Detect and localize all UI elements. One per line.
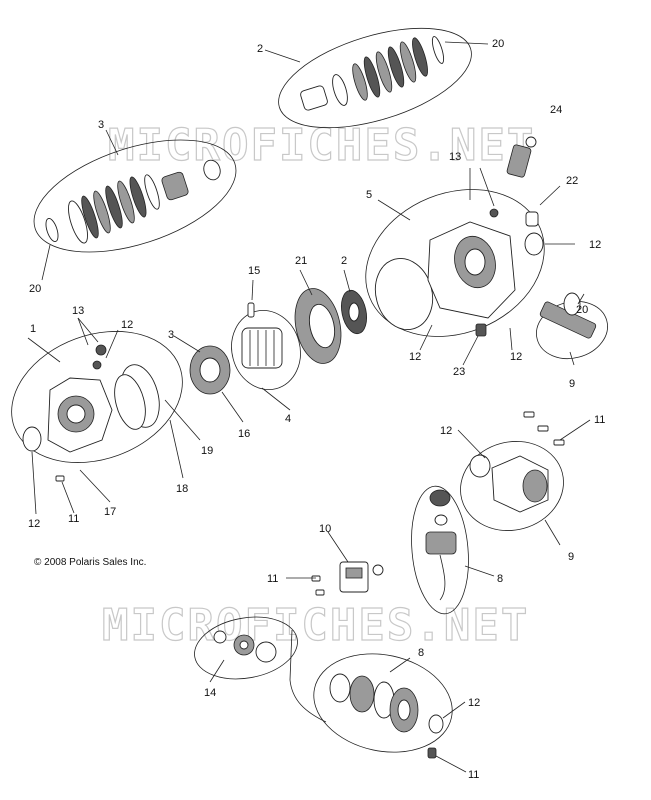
callout-12-housing: 12: [440, 425, 452, 437]
cover-group-6: [313, 653, 453, 753]
callout-12-left-bottom: 12: [28, 518, 40, 530]
callout-3-mid: 3: [168, 329, 174, 341]
callout-11-mid: 11: [267, 573, 278, 585]
callout-13-left: 13: [72, 305, 84, 317]
housing-group-1: [11, 331, 183, 463]
callout-1: 1: [30, 323, 36, 335]
callout-15: 15: [248, 265, 260, 277]
pump-group-8: [411, 485, 469, 615]
callout-12-left-top: 12: [121, 319, 133, 331]
callout-6: 8: [418, 647, 424, 659]
output-shaft-group-7: [536, 292, 608, 360]
clutch-pack-group-2: [278, 27, 472, 129]
clutch-pack-group-3: [33, 139, 237, 253]
callout-7: 9: [569, 378, 575, 390]
callout-3-top: 3: [98, 119, 104, 131]
callout-21: 21: [295, 255, 307, 267]
callout-20-right: 20: [576, 304, 588, 316]
valve-block-10: [339, 561, 384, 593]
seal-ring-12-right: [524, 232, 544, 256]
bolts: [55, 411, 565, 596]
leader-lines: [27, 41, 591, 773]
bearing-group-14: [194, 616, 327, 723]
housing-group-9: [460, 441, 564, 531]
callout-17: 17: [104, 506, 116, 518]
callout-10: 10: [319, 523, 331, 535]
callout-20-left: 20: [29, 283, 41, 295]
copyright-notice: © 2008 Polaris Sales Inc.: [34, 557, 146, 568]
callout-4: 4: [285, 413, 291, 425]
callout-12-gearcase-left: 12: [409, 351, 421, 363]
callout-24: 24: [550, 104, 562, 116]
callout-9: 9: [568, 551, 574, 563]
callout-16: 16: [238, 428, 250, 440]
callout-18: 18: [176, 483, 188, 495]
callout-5: 5: [366, 189, 372, 201]
callout-11-left: 11: [68, 513, 79, 525]
pin-15: [247, 302, 255, 318]
callout-12-bottom: 12: [468, 697, 480, 709]
callout-2-top: 2: [257, 43, 263, 55]
bolt-11-bottom: [427, 747, 437, 759]
callout-22: 23: [453, 366, 465, 378]
callout-labels: 2 20 3 20 24 13 5 22 12 15 21 2 20 1 13 …: [28, 38, 605, 781]
seal-ring-12-left: [22, 426, 42, 452]
callout-20-top: 20: [492, 38, 504, 50]
callout-14: 14: [204, 687, 216, 699]
gearcase-group-5: [365, 189, 545, 337]
seal-ring-12-bottom: [428, 714, 444, 734]
center-drive-parts: [189, 288, 367, 395]
callout-11-right: 11: [594, 414, 605, 426]
callout-13-top: 13: [449, 151, 461, 163]
part-24: [506, 136, 537, 178]
callout-8: 8: [497, 573, 503, 585]
callout-23: 22: [566, 175, 578, 187]
callout-12-gearcase-right: 12: [510, 351, 522, 363]
callout-19: 19: [201, 445, 213, 457]
callout-11-bottom: 11: [468, 769, 479, 781]
callout-2-mid: 2: [341, 255, 347, 267]
callout-12-right: 12: [589, 239, 601, 251]
watermark-bottom: MICROFICHES.NET: [102, 600, 529, 651]
watermark-top: MICROFICHES.NET: [108, 120, 535, 171]
cap-23: [525, 211, 539, 227]
